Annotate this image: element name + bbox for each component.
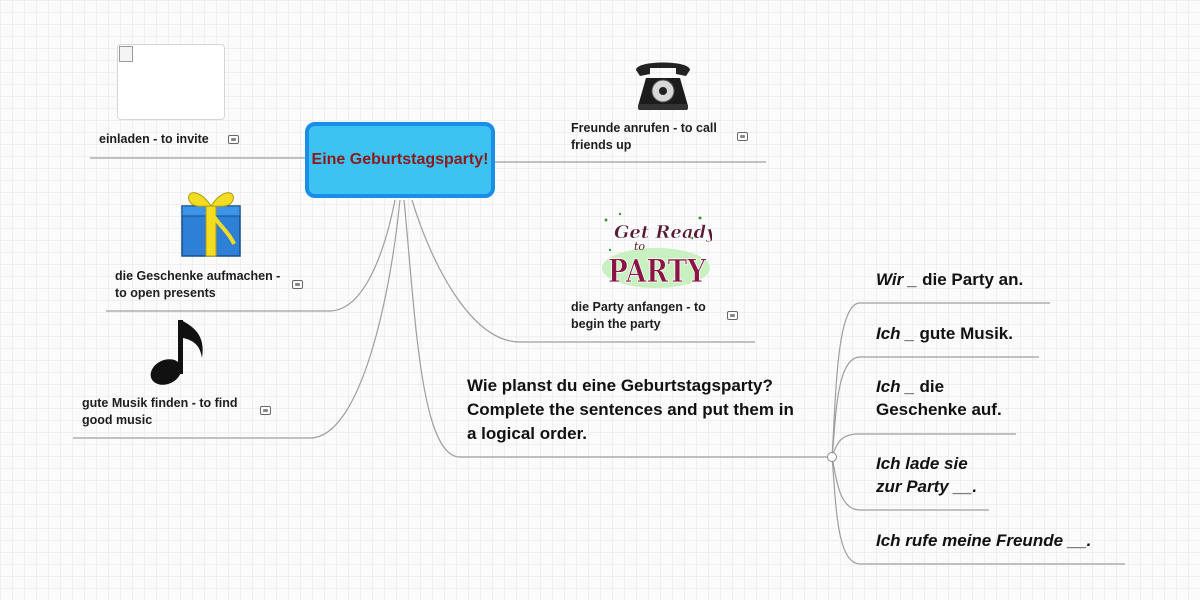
sentence-3-rest: die Geschenke auf.: [876, 377, 1002, 419]
gift-icon: [181, 192, 241, 257]
image-attachment-icon[interactable]: [260, 406, 271, 415]
branch-call-label: Freunde anrufen - to call friends up: [571, 121, 717, 152]
poster-line3: PARTY: [608, 252, 707, 290]
image-attachment-icon[interactable]: [228, 135, 239, 144]
connector-s1: [831, 302, 1050, 458]
sentence-3-italic: Ich _: [876, 377, 915, 396]
connector-s5: [831, 456, 1125, 565]
sentence-3[interactable]: Ich _ die Geschenke auf.: [866, 375, 1006, 421]
connector-party: [411, 199, 755, 343]
central-topic-title: Eine Geburtstagsparty!: [311, 151, 489, 168]
sentence-4[interactable]: Ich lade sie zur Party __.: [866, 452, 984, 498]
poster-line2: to: [634, 240, 645, 253]
branch-presents-label: die Geschenke aufmachen - to open presen…: [115, 269, 281, 300]
music-note-icon: [150, 320, 203, 385]
image-attachment-icon[interactable]: [737, 132, 748, 141]
sentence-5-italic: Ich rufe meine Freunde __.: [876, 531, 1092, 550]
sentence-2[interactable]: Ich _ gute Musik.: [876, 322, 1013, 345]
image-attachment-icon[interactable]: [727, 311, 738, 320]
connector-presents: [106, 199, 396, 312]
question-topic[interactable]: Wie planst du eine Geburtstagsparty? Com…: [467, 374, 807, 446]
central-topic[interactable]: Eine Geburtstagsparty!: [305, 122, 495, 198]
sentence-2-rest: gute Musik.: [914, 324, 1013, 343]
branch-call[interactable]: Freunde anrufen - to call friends up: [571, 120, 741, 154]
sentence-2-italic: Ich _: [876, 324, 915, 343]
sentence-1-rest: die Party an.: [917, 270, 1024, 289]
sentence-4-italic: Ich lade sie zur Party __.: [876, 454, 978, 496]
branch-invite[interactable]: einladen - to invite: [99, 131, 229, 148]
branch-party[interactable]: die Party anfangen - to begin the party: [571, 299, 731, 333]
sentence-1-italic: Wir _: [876, 270, 918, 289]
broken-image-icon: [117, 44, 225, 120]
collapse-knob[interactable]: [827, 452, 837, 462]
sentence-1[interactable]: Wir _ die Party an.: [876, 268, 1023, 291]
telephone-icon: [636, 62, 690, 110]
party-poster-icon: Get Ready to PARTY: [602, 212, 712, 290]
poster-line1: Get Ready: [614, 222, 712, 243]
branch-presents[interactable]: die Geschenke aufmachen - to open presen…: [115, 268, 290, 302]
image-attachment-icon[interactable]: [292, 280, 303, 289]
branch-music[interactable]: gute Musik finden - to find good music: [82, 395, 257, 429]
connector-music: [73, 199, 401, 439]
branch-invite-label: einladen - to invite: [99, 132, 209, 146]
question-text: Wie planst du eine Geburtstagsparty? Com…: [467, 376, 794, 443]
connector-s4: [831, 456, 989, 511]
connector-s2: [831, 356, 1039, 458]
connector-question: [403, 199, 832, 458]
sentence-5[interactable]: Ich rufe meine Freunde __.: [876, 529, 1091, 552]
branch-music-label: gute Musik finden - to find good music: [82, 396, 238, 427]
branch-party-label: die Party anfangen - to begin the party: [571, 300, 706, 331]
